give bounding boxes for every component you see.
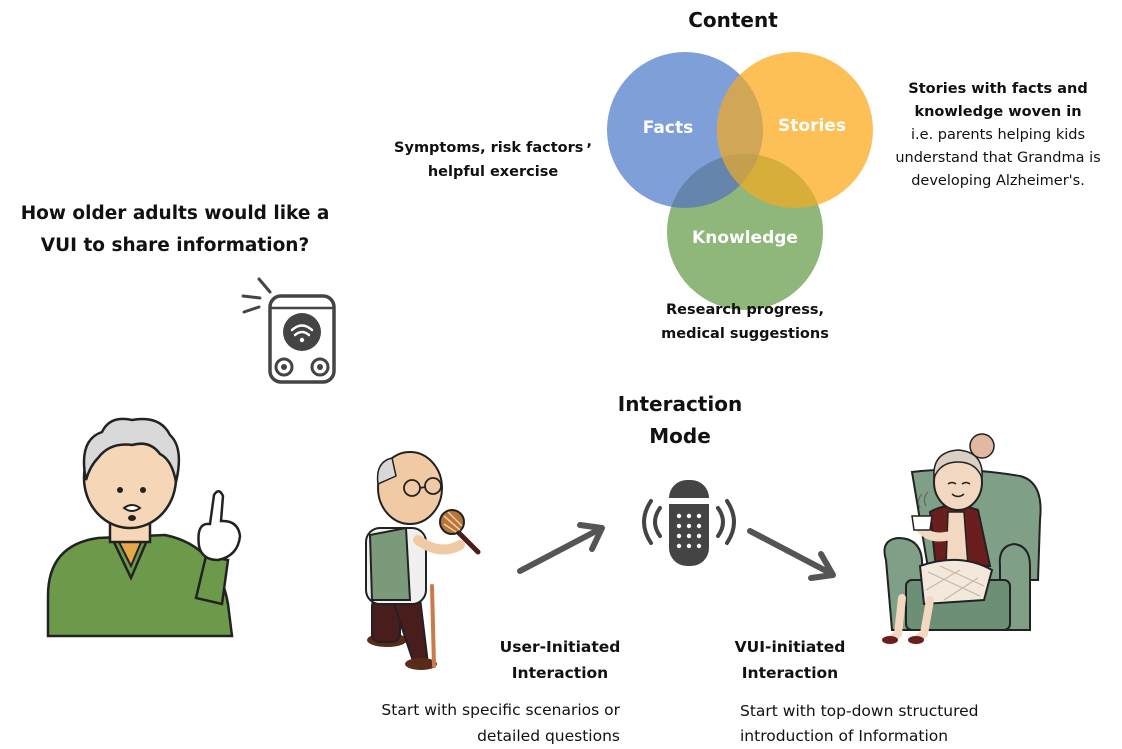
user-initiated-description-line2: detailed questions	[477, 727, 620, 745]
facts-note-line2: helpful exercise	[427, 164, 559, 180]
vui-initiated-label-line2: Interaction	[741, 664, 839, 682]
research-question: How older adults would like a VUI to sha…	[0, 198, 350, 262]
vui-initiated-description-line1: Start with top-down structured	[740, 702, 979, 720]
research-question-line1: How older adults would like a	[20, 203, 330, 224]
research-question-line2: VUI to share information?	[40, 235, 310, 256]
stories-note: Stories with facts and knowledge woven i…	[878, 78, 1118, 193]
older-man-with-microphone-illustration	[365, 451, 481, 670]
stories-note-line1: i.e. parents helping kids	[910, 127, 1086, 143]
older-man-pointing-illustration	[46, 417, 242, 638]
vui-initiated-label-line1: VUI-initiated	[734, 638, 846, 656]
stories-note-bold1: Stories with facts and	[908, 81, 1088, 97]
voice-assistant-speaker-icon	[642, 480, 736, 566]
venn-label-facts: Facts	[643, 118, 693, 138]
venn-overlap-facts-knowledge	[667, 154, 763, 208]
venn-label-stories: Stories	[778, 116, 846, 136]
user-initiated-label-line2: Interaction	[511, 664, 609, 682]
facts-note-comma: ,	[586, 134, 592, 150]
user-initiated-description-line1: Start with specific scenarios or	[381, 701, 620, 719]
user-initiated-description: Start with specific scenarios or detaile…	[330, 697, 620, 749]
vui-initiated-description: Start with top-down structured introduct…	[740, 699, 1040, 749]
interaction-mode-title-line1: Interaction	[617, 392, 743, 416]
facts-note-line1: Symptoms, risk factors	[394, 140, 584, 156]
vui-initiated-description-line2: introduction of Information	[740, 727, 949, 745]
venn-label-knowledge: Knowledge	[692, 228, 798, 248]
stories-note-line2: understand that Grandma is	[895, 150, 1101, 166]
knowledge-note-line1: Research progress,	[666, 302, 824, 318]
interaction-mode-title: Interaction Mode	[580, 388, 780, 452]
facts-note: Symptoms, risk factors, helpful exercise	[388, 134, 598, 184]
content-title: Content	[688, 8, 778, 32]
knowledge-note: Research progress, medical suggestions	[640, 298, 850, 346]
arrow-vui-to-user-icon	[747, 528, 836, 581]
older-woman-in-armchair-illustration	[882, 433, 1042, 644]
venn-overlap-stories-knowledge	[717, 154, 823, 208]
knowledge-note-line2: medical suggestions	[661, 326, 829, 342]
vui-initiated-label: VUI-initiated Interaction	[700, 634, 880, 686]
interaction-mode-title-line2: Mode	[649, 424, 711, 448]
venn-diagram: Facts Stories Knowledge	[607, 52, 873, 310]
user-initiated-label-line1: User-Initiated	[499, 638, 621, 656]
stories-note-line3: developing Alzheimer's.	[911, 173, 1085, 189]
stories-note-bold2: knowledge woven in	[914, 104, 1082, 120]
arrow-user-to-vui-icon	[517, 522, 605, 574]
smart-speaker-icon	[241, 277, 336, 384]
user-initiated-label: User-Initiated Interaction	[470, 634, 650, 686]
